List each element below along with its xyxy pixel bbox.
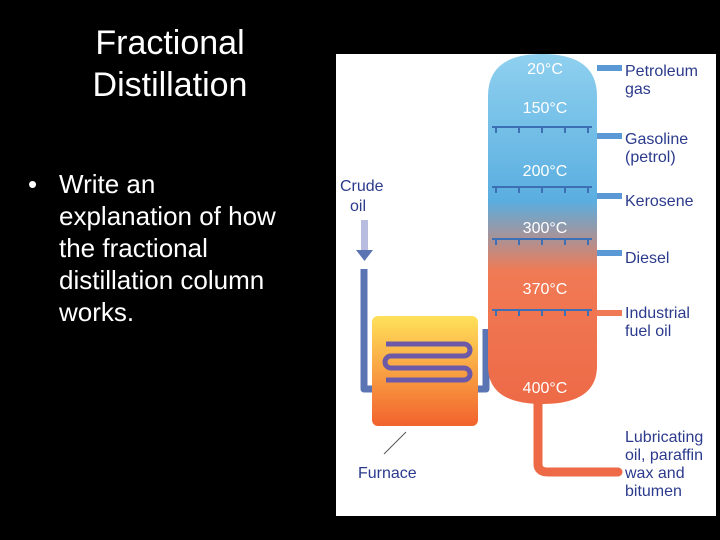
title-line: Distillation [92, 66, 248, 104]
temp-label: 200°C [523, 163, 568, 180]
temp-label: 400°C [523, 380, 568, 397]
bullet-line: works. [59, 297, 135, 327]
furnace-pointer [383, 431, 407, 455]
furnace [372, 316, 478, 426]
bullet-line: distillation column [59, 265, 265, 295]
fractionating-column [488, 54, 597, 404]
fraction-label: Kerosene [625, 193, 694, 210]
fraction-label: Lubricating oil, paraffin wax and bitume… [624, 429, 708, 500]
title-line: Fractional [95, 24, 245, 62]
temp-label: 20°C [527, 61, 563, 78]
temp-label: 370°C [523, 281, 568, 298]
slide-title: Fractional Distillation [20, 22, 320, 106]
crude-oil-label: Crude oil [340, 178, 388, 215]
temp-label: 300°C [523, 220, 568, 237]
diagram-canvas: 20°C 150°C 200°C 300°C 370°C 400°C Petro… [340, 54, 708, 500]
fraction-label: Diesel [625, 250, 669, 267]
fraction-label: Gasoline (petrol) [625, 131, 693, 166]
fraction-labels: Petroleum gas Gasoline (petrol) Kerosene… [624, 63, 708, 500]
furnace-label: Furnace [358, 465, 417, 482]
bullet-icon: • [28, 169, 38, 199]
temperature-labels: 20°C 150°C 200°C 300°C 370°C 400°C [523, 61, 568, 397]
fraction-label: Petroleum gas [625, 63, 702, 98]
output-pipes [597, 65, 622, 316]
bullet-line: explanation of how [59, 201, 276, 231]
column-trays [492, 126, 592, 316]
bullet-line: Write an [59, 169, 156, 199]
bullet-line: the fractional [59, 233, 208, 263]
bullet-text: Write an explanation of how the fraction… [59, 168, 276, 328]
temp-label: 150°C [523, 100, 568, 117]
crude-oil-arrow [356, 220, 373, 261]
furnace-coil [382, 341, 473, 383]
residue-pipe [533, 394, 623, 477]
distillation-diagram: 20°C 150°C 200°C 300°C 370°C 400°C Petro… [336, 54, 716, 516]
fraction-label: Industrial fuel oil [625, 305, 694, 340]
